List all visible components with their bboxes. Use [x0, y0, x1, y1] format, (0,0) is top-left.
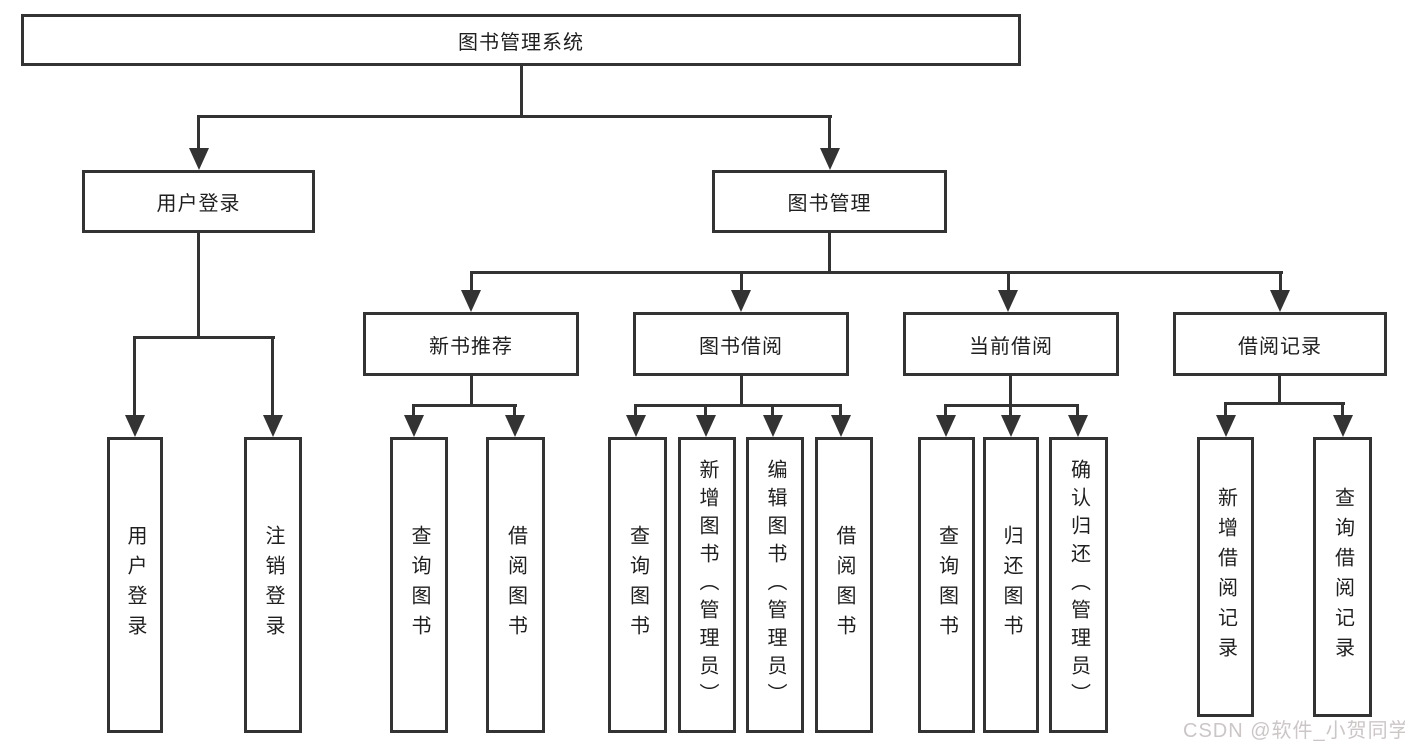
arrowhead-book-management — [820, 148, 840, 170]
connector-level3-hline — [470, 271, 1283, 274]
node-library-system-label: 图书管理系统 — [458, 31, 584, 54]
node-leaf-user-login: 用户登录 — [107, 437, 163, 733]
connector-to-logout-leaf — [271, 338, 274, 417]
connector-userlogin-stem — [197, 233, 200, 339]
arrowhead-current-c3 — [1068, 415, 1088, 437]
connector-newbook-stem — [470, 376, 473, 407]
connector-records-c1 — [1224, 404, 1227, 417]
node-current-borrowing: 当前借阅 — [903, 312, 1119, 376]
node-leaf-query-books-1-label: 查询图书 — [408, 525, 430, 645]
node-leaf-confirm-return-admin: 确认归还（管理员） — [1049, 437, 1108, 733]
arrowhead-book-borrowing — [731, 290, 751, 312]
arrowhead-borrowing-c3 — [763, 415, 783, 437]
connector-borrowing-c3 — [771, 406, 774, 417]
node-leaf-borrow-books-1-label: 借阅图书 — [504, 525, 527, 645]
connector-userlogin-hline — [133, 336, 275, 339]
node-book-management: 图书管理 — [712, 170, 947, 233]
node-user-login-label: 用户登录 — [156, 193, 241, 215]
arrowhead-current-borrowing — [998, 290, 1018, 312]
connector-newbook-c2 — [513, 406, 516, 417]
node-leaf-add-books-admin-label: 新增图书（管理员） — [696, 459, 718, 711]
node-borrowing-records: 借阅记录 — [1173, 312, 1387, 376]
connector-records-hline — [1224, 402, 1345, 405]
arrowhead-records-c1 — [1216, 415, 1236, 437]
node-leaf-query-books-2: 查询图书 — [608, 437, 667, 733]
node-leaf-borrow-books-2-label: 借阅图书 — [833, 525, 855, 645]
connector-current-hline — [944, 404, 1079, 407]
connector-to-book-management — [828, 117, 831, 149]
connector-borrowing-c4 — [839, 406, 842, 417]
node-leaf-query-books-3-label: 查询图书 — [935, 525, 958, 645]
node-leaf-return-books-label: 归还图书 — [1000, 525, 1022, 645]
node-leaf-confirm-return-admin-label: 确认归还（管理员） — [1067, 459, 1090, 711]
connector-borrowing-c2 — [704, 406, 707, 417]
node-leaf-edit-books-admin: 编辑图书（管理员） — [746, 437, 804, 733]
node-borrowing-records-label: 借阅记录 — [1238, 335, 1322, 358]
connector-records-c2 — [1341, 404, 1344, 417]
arrowhead-borrowing-c2 — [696, 415, 716, 437]
node-library-system: 图书管理系统 — [21, 14, 1021, 66]
csdn-watermark: CSDN @软件_小贺同学 — [1183, 720, 1405, 742]
connector-to-user-login — [197, 117, 200, 149]
connector-current-c3 — [1076, 406, 1079, 417]
node-leaf-logout-label: 注销登录 — [262, 525, 284, 645]
node-leaf-add-borrow-record-label: 新增借阅记录 — [1214, 487, 1237, 667]
node-leaf-user-login-label: 用户登录 — [124, 525, 146, 645]
arrowhead-borrowing-c1 — [626, 415, 646, 437]
arrowhead-current-c2 — [1001, 415, 1021, 437]
connector-to-book-borrowing — [740, 273, 743, 292]
connector-newbook-c1 — [412, 406, 415, 417]
connector-borrowing-c1 — [634, 406, 637, 417]
arrowhead-borrowing-c4 — [831, 415, 851, 437]
connector-to-current-borrowing — [1007, 273, 1010, 292]
connector-current-c1 — [944, 406, 947, 417]
node-leaf-query-books-3: 查询图书 — [918, 437, 975, 733]
arrowhead-login-leaf — [125, 415, 145, 437]
arrowhead-records-c2 — [1333, 415, 1353, 437]
node-leaf-borrow-books-2: 借阅图书 — [815, 437, 873, 733]
connector-borrowing-stem — [740, 376, 743, 407]
node-leaf-query-books-1: 查询图书 — [390, 437, 448, 733]
arrowhead-user-login — [189, 148, 209, 170]
connector-to-borrowing-records — [1279, 273, 1282, 292]
arrowhead-current-c1 — [936, 415, 956, 437]
connector-bookmgmt-stem — [828, 233, 831, 274]
node-leaf-return-books: 归还图书 — [983, 437, 1039, 733]
node-book-management-label: 图书管理 — [787, 193, 872, 215]
arrowhead-newbook-c2 — [505, 415, 525, 437]
node-book-borrowing: 图书借阅 — [633, 312, 849, 376]
node-current-borrowing-label: 当前借阅 — [969, 335, 1053, 358]
connector-to-new-book — [470, 273, 473, 292]
connector-level2-hline — [197, 115, 832, 118]
arrowhead-newbook-c1 — [404, 415, 424, 437]
node-leaf-add-borrow-record: 新增借阅记录 — [1197, 437, 1254, 717]
node-new-book-recommendation: 新书推荐 — [363, 312, 579, 376]
arrowhead-new-book — [461, 290, 481, 312]
connector-root-stem — [520, 64, 523, 117]
node-leaf-logout: 注销登录 — [244, 437, 302, 733]
arrowhead-borrowing-records — [1270, 290, 1290, 312]
node-leaf-add-books-admin: 新增图书（管理员） — [678, 437, 736, 733]
node-leaf-query-borrow-record-label: 查询借阅记录 — [1331, 487, 1354, 667]
connector-current-c2 — [1009, 406, 1012, 417]
connector-borrowing-hline — [634, 404, 842, 407]
node-leaf-query-books-2-label: 查询图书 — [626, 525, 649, 645]
node-leaf-borrow-books-1: 借阅图书 — [486, 437, 545, 733]
connector-newbook-hline — [412, 404, 517, 407]
arrowhead-logout-leaf — [263, 415, 283, 437]
connector-records-stem — [1278, 376, 1281, 405]
node-new-book-recommendation-label: 新书推荐 — [429, 335, 513, 358]
node-user-login: 用户登录 — [82, 170, 315, 233]
node-leaf-edit-books-admin-label: 编辑图书（管理员） — [764, 459, 786, 711]
connector-current-stem — [1009, 376, 1012, 407]
node-leaf-query-borrow-record: 查询借阅记录 — [1313, 437, 1372, 717]
node-book-borrowing-label: 图书借阅 — [699, 335, 783, 358]
connector-to-login-leaf — [133, 338, 136, 417]
